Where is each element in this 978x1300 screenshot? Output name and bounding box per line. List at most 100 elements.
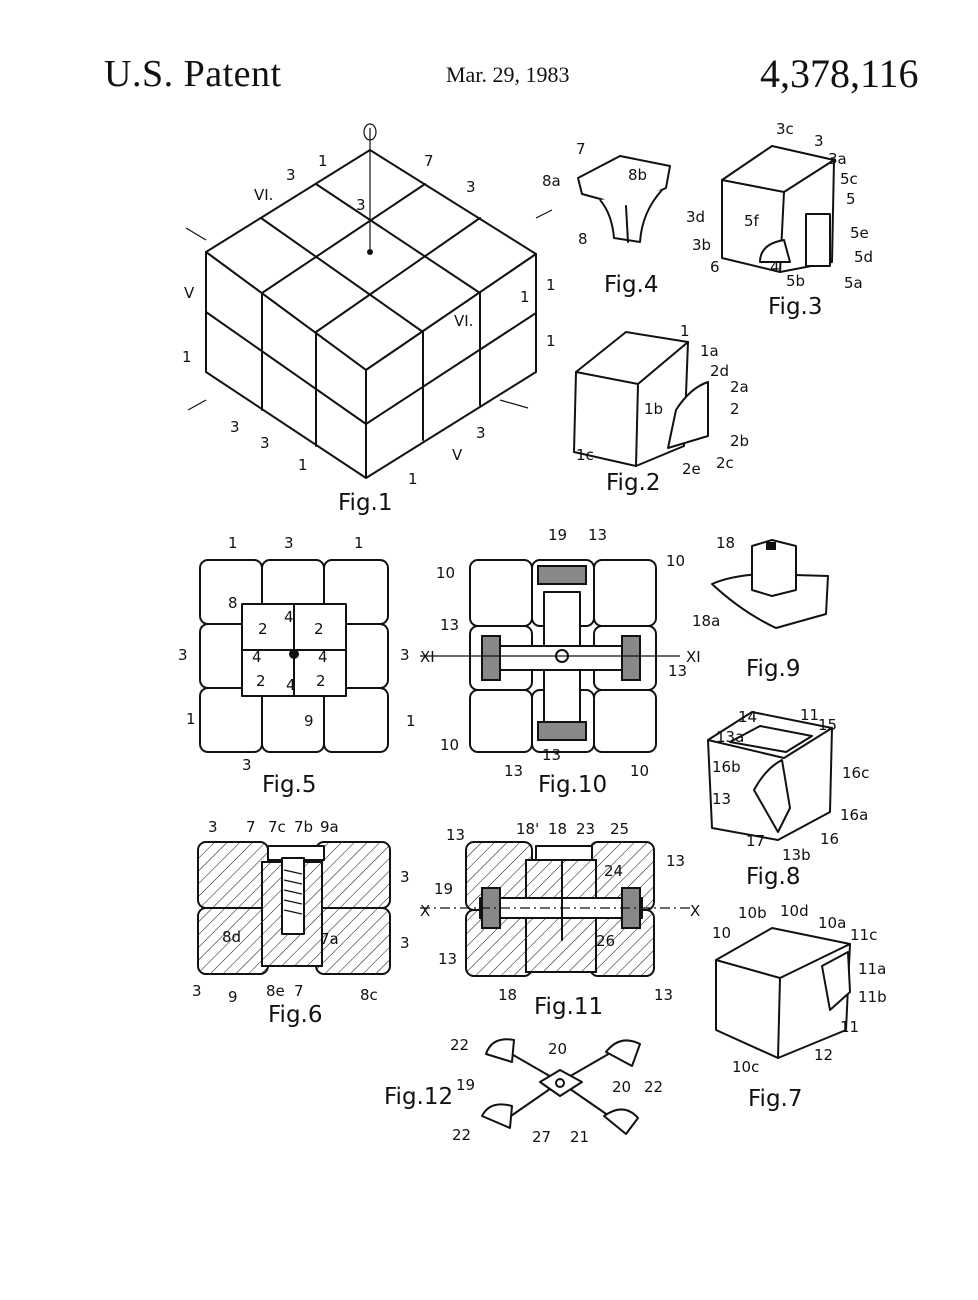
fig1-labels: 1 7 3 3 3 VI. V 1 1 1 VI. 3 3 3 1 1 V 1 (182, 152, 556, 488)
ref-label: 27 (532, 1128, 551, 1146)
ref-label: 13 (440, 616, 459, 634)
ref-label: 7 (294, 982, 304, 1000)
fig9-drawing (711, 539, 829, 629)
ref-label: 3 (192, 982, 202, 1000)
ref-label: 23 (576, 820, 595, 838)
ref-label: 22 (450, 1036, 469, 1054)
ref-label: 1 (318, 152, 328, 170)
patent-office-label: U.S. Patent (104, 53, 282, 95)
ref-label: 3 (356, 196, 366, 214)
ref-label: 1 (406, 712, 416, 730)
ref-label: 2d (710, 362, 729, 380)
ref-label: 5e (850, 224, 869, 242)
fig4-labels: 7 8b 8a 8 (542, 140, 647, 248)
fig3-drawing (721, 145, 835, 273)
ref-label: 13 (542, 746, 561, 764)
ref-label: 21 (570, 1128, 589, 1146)
fig6-labels: 3 7 7c 7b 9a 3 3 8d 7a 3 9 8e 7 8c (192, 818, 410, 1006)
ref-label: 10b (738, 904, 767, 922)
fig11-caption: Fig.11 (534, 994, 603, 1020)
ref-label: 13 (504, 762, 523, 780)
ref-label: 4 (286, 676, 296, 694)
ref-label: 5a (844, 274, 863, 292)
ref-label: 11 (800, 706, 819, 724)
ref-label: 13 (654, 986, 673, 1004)
ref-label: 7 (576, 140, 586, 158)
patent-header: U.S. Patent Mar. 29, 1983 4,378,116 (0, 0, 978, 110)
ref-label: 3 (286, 166, 296, 184)
ref-label: 3 (476, 424, 486, 442)
ref-label: 13a (716, 728, 744, 746)
ref-label: 8 (578, 230, 588, 248)
fig8-labels: 11 14 13a 15 16b 16c 13 16a 17 16 13b (712, 706, 869, 864)
ref-label: 25 (610, 820, 629, 838)
ref-label: 1 (546, 332, 556, 350)
ref-label: 10 (666, 552, 685, 570)
ref-label: 3 (400, 934, 410, 952)
fig4-drawing (577, 155, 671, 243)
fig10-caption: Fig.10 (538, 772, 607, 798)
ref-label: 3a (828, 150, 847, 168)
ref-label: 3b (692, 236, 711, 254)
ref-label: 13 (588, 526, 607, 544)
ref-label: 16c (842, 764, 869, 782)
ref-label: 1a (700, 342, 719, 360)
ref-label: XI (686, 648, 701, 666)
ref-label: 18 (548, 820, 567, 838)
fig8-caption: Fig.8 (746, 864, 801, 890)
ref-label: 8 (228, 594, 238, 612)
ref-label: 13 (668, 662, 687, 680)
ref-label: 22 (452, 1126, 471, 1144)
ref-label: 7a (320, 930, 339, 948)
ref-label: 7b (294, 818, 313, 836)
ref-label: 18 (498, 986, 517, 1004)
ref-label: 2 (730, 400, 740, 418)
ref-label: 11c (850, 926, 877, 944)
ref-label: 20 (548, 1040, 567, 1058)
ref-label: 7 (424, 152, 434, 170)
ref-label: 16a (840, 806, 868, 824)
ref-label: V (452, 446, 463, 464)
ref-label: 11b (858, 988, 887, 1006)
ref-label: 1b (644, 400, 663, 418)
ref-label: 8c (360, 986, 378, 1004)
ref-label: 13 (712, 790, 731, 808)
ref-label: 3 (178, 646, 188, 664)
fig11-labels: 13 18' 18 23 25 24 13 19 X X 13 26 13 18 (420, 820, 700, 1004)
ref-label: 9 (228, 988, 238, 1006)
ref-label: 13 (438, 950, 457, 968)
ref-label: 13 (666, 852, 685, 870)
ref-label: 5f (744, 212, 760, 230)
fig5-drawing (199, 559, 389, 753)
ref-label: 5 (846, 190, 856, 208)
ref-label: 3 (230, 418, 240, 436)
fig8-drawing (707, 711, 833, 841)
ref-label: 2 (256, 672, 266, 690)
fig4-caption: Fig.4 (604, 272, 659, 298)
ref-label: 3 (260, 434, 270, 452)
fig2-drawing (573, 331, 709, 467)
ref-label: 1c (576, 446, 594, 464)
ref-label: 9 (304, 712, 314, 730)
fig6-drawing (197, 841, 391, 975)
ref-label: 19 (456, 1076, 475, 1094)
ref-label: 13 (446, 826, 465, 844)
fig7-labels: 10b 10d 10a 11c 10 11a 11b 11 12 10c (712, 902, 887, 1076)
ref-label: 1 (186, 710, 196, 728)
ref-label: 2 (316, 672, 326, 690)
ref-label: X (420, 902, 430, 920)
ref-label: XI (420, 648, 435, 666)
fig12-caption: Fig.12 (384, 1084, 453, 1110)
ref-label: 4 (284, 608, 294, 626)
ref-label: 18 (716, 534, 735, 552)
fig2-labels: 1 1a 2d 2a 1b 2 2b 1c 2c 2e (576, 322, 749, 478)
ref-label: 12 (814, 1046, 833, 1064)
fig3-labels: 3c 3 3a 5c 5 3d 5f 5e 3b 5d 6 4 5b 5a (686, 120, 873, 292)
fig11-drawing (420, 841, 690, 977)
ref-label: 2 (314, 620, 324, 638)
ref-label: 3 (400, 646, 410, 664)
ref-label: 15 (818, 716, 837, 734)
patent-number: 4,378,116 (760, 51, 919, 96)
ref-label: 1 (298, 456, 308, 474)
